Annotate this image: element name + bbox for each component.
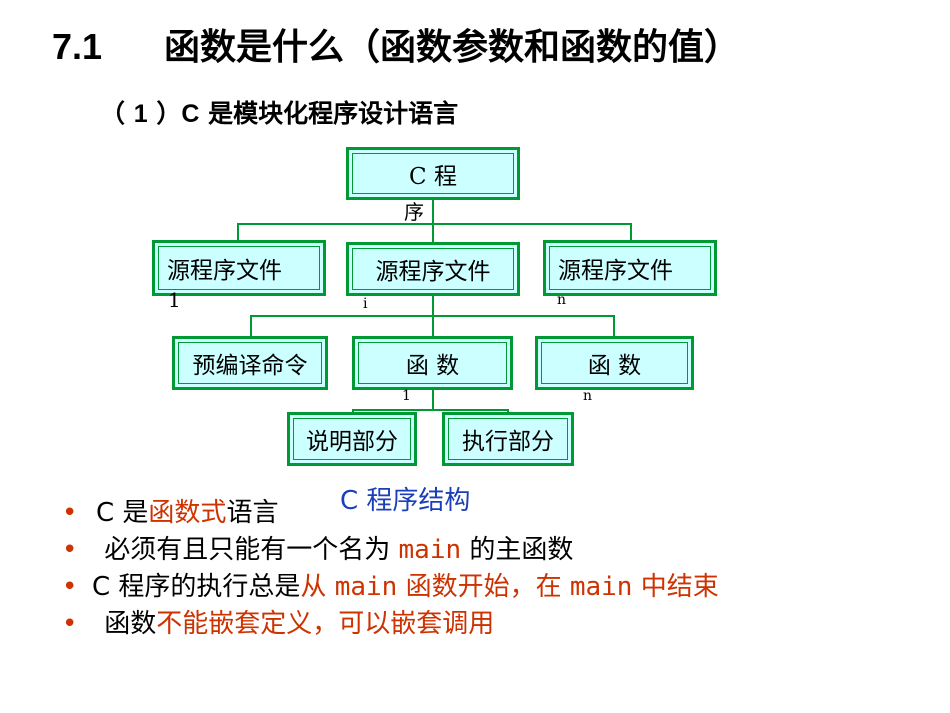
root-box-label: C 程 — [409, 163, 457, 190]
function-box-n-overflow: n — [583, 388, 593, 404]
function-box-1: 函 数 — [352, 336, 513, 390]
connector-filen-up — [630, 223, 632, 242]
bullet-4-text-a: 函数 — [104, 609, 157, 639]
file-box-i-label: 源程序文件 — [375, 259, 491, 285]
slide-title: 7.1 函数是什么（函数参数和函数的值） — [52, 18, 740, 70]
file-box-n: 源程序文件 — [543, 240, 717, 296]
file-box-1: 源程序文件 — [152, 240, 326, 296]
subtitle: （ 1 ）C 是模块化程序设计语言 — [100, 94, 458, 130]
bullet-item-4: • 函数不能嵌套定义，可以嵌套调用 — [62, 603, 494, 640]
execution-label: 执行部分 — [462, 429, 554, 455]
root-box-overflow: 序 — [404, 200, 424, 224]
subtitle-open-paren: （ — [100, 99, 134, 128]
bullet-3-text-mid: 函数开始，在 — [397, 572, 570, 602]
bullet-2-text-a: 必须有且只能有一个名为 — [104, 535, 399, 565]
connector-func1-down — [432, 390, 434, 410]
bullet-item-1: • C 是函数式语言 — [62, 492, 278, 529]
root-box-c-program: C 程 — [346, 147, 520, 200]
title-text: 函数是什么（函数参数和函数的值） — [164, 27, 741, 68]
file-box-n-label: 源程序文件 — [558, 258, 673, 284]
connector-files-hbar — [237, 223, 632, 225]
execution-box: 执行部分 — [442, 412, 574, 466]
bullet-3-text-a: C 程序的执行总是 — [92, 572, 301, 602]
function-box-n-label: 函 数 — [587, 353, 642, 379]
precompile-box: 预编译命令 — [172, 336, 328, 390]
connector-level4-hbar — [352, 409, 509, 411]
bullet-3-text-from: 从 — [300, 572, 335, 602]
file-box-i: 源程序文件 — [346, 242, 520, 296]
file-box-1-overflow: 1 — [168, 288, 181, 312]
bullet-1-text-b: 语言 — [226, 498, 279, 528]
connector-file1-up — [237, 223, 239, 242]
connector-filei-down — [432, 296, 434, 316]
bullet-3-main-1: main — [334, 572, 398, 602]
bullet-4-text-highlight: 不能嵌套定义，可以嵌套调用 — [156, 609, 495, 639]
bullet-dot: • — [62, 498, 78, 528]
subtitle-c: C — [181, 100, 200, 128]
function-box-1-overflow: 1 — [402, 388, 411, 404]
bullet-3-text-end: 中结束 — [632, 572, 719, 602]
bullet-1-text-a: C 是 — [96, 498, 149, 528]
bullet-dot: • — [62, 535, 78, 565]
bullet-2-text-b: 的主函数 — [461, 535, 574, 565]
connector-decl-up — [352, 409, 354, 414]
file-box-i-overflow: i — [363, 296, 368, 312]
diagram-caption: C 程序结构 — [340, 486, 471, 516]
connector-filei-up — [432, 223, 434, 242]
connector-precompile-up — [250, 315, 252, 338]
bullet-item-3: • C 程序的执行总是从 main 函数开始，在 main 中结束 — [62, 566, 719, 603]
function-box-1-label: 函 数 — [405, 353, 460, 379]
bullet-1-text-highlight: 函数式 — [148, 498, 227, 528]
connector-root-down — [432, 198, 434, 224]
bullet-dot: • — [62, 572, 78, 602]
connector-funcn-up — [613, 315, 615, 338]
section-number: 7.1 — [52, 26, 103, 67]
subtitle-number: 1 — [133, 100, 148, 128]
bullet-dot: • — [62, 609, 78, 639]
declaration-label: 说明部分 — [306, 429, 398, 455]
bullet-2-main: main — [398, 535, 462, 565]
precompile-label: 预编译命令 — [192, 353, 308, 379]
bullet-3-main-2: main — [569, 572, 633, 602]
subtitle-text: 是模块化程序设计语言 — [199, 99, 459, 128]
file-box-n-overflow: n — [557, 292, 567, 308]
declaration-box: 说明部分 — [287, 412, 417, 466]
file-box-1-label: 源程序文件 — [167, 258, 282, 284]
bullet-item-2: • 必须有且只能有一个名为 main 的主函数 — [62, 529, 573, 566]
subtitle-close-paren: ） — [147, 99, 182, 128]
connector-func1-up — [432, 315, 434, 338]
connector-exec-up — [507, 409, 509, 414]
function-box-n: 函 数 — [535, 336, 694, 390]
